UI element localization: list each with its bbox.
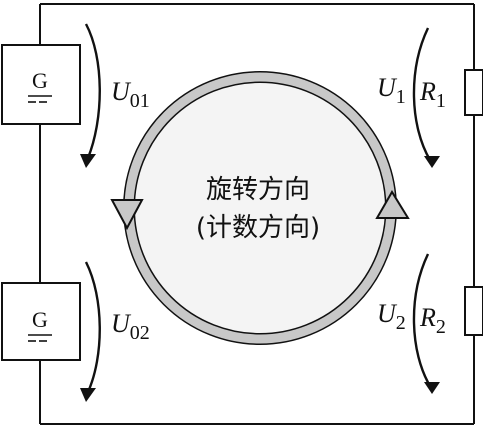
- resistor-2: [464, 286, 483, 336]
- ring-center: [134, 82, 386, 334]
- voltage-arrow-u1-icon: [412, 27, 432, 161]
- arrowhead-u02-icon: [80, 388, 96, 402]
- center-line-1: 旋转方向: [206, 175, 310, 205]
- arrowhead-u2-icon: [424, 382, 440, 394]
- generator-2: G: [1, 282, 81, 361]
- resistor-1: [464, 69, 483, 116]
- generator-2-symbol: G: [32, 307, 48, 332]
- voltage-arrow-u01-icon: [84, 23, 101, 159]
- arrowhead-u01-icon: [80, 154, 96, 168]
- dc-symbol-icon: [28, 334, 52, 342]
- label-u2: U2: [377, 299, 406, 334]
- generator-1: G: [1, 44, 81, 125]
- label-r1: R1: [419, 77, 446, 112]
- ring-arrow-right-icon: [375, 190, 410, 219]
- label-u02: U02: [111, 309, 150, 344]
- generator-2-box: [1, 282, 81, 361]
- ring-arrow-left-icon: [110, 199, 144, 231]
- rotation-ring-icon: [110, 71, 410, 345]
- circuit-wire: [39, 3, 475, 425]
- arrowhead-u1-icon: [424, 156, 440, 168]
- generator-1-box: [1, 44, 81, 125]
- generator-1-symbol: G: [32, 68, 48, 93]
- voltage-arrow-u02-icon: [84, 261, 101, 393]
- dc-symbol-icon: [28, 95, 52, 103]
- label-r2: R2: [419, 303, 446, 338]
- center-line-2: (计数方向): [196, 213, 320, 243]
- label-u01: U01: [111, 77, 150, 112]
- label-u1: U1: [377, 73, 406, 108]
- voltage-arrow-u2-icon: [412, 253, 432, 387]
